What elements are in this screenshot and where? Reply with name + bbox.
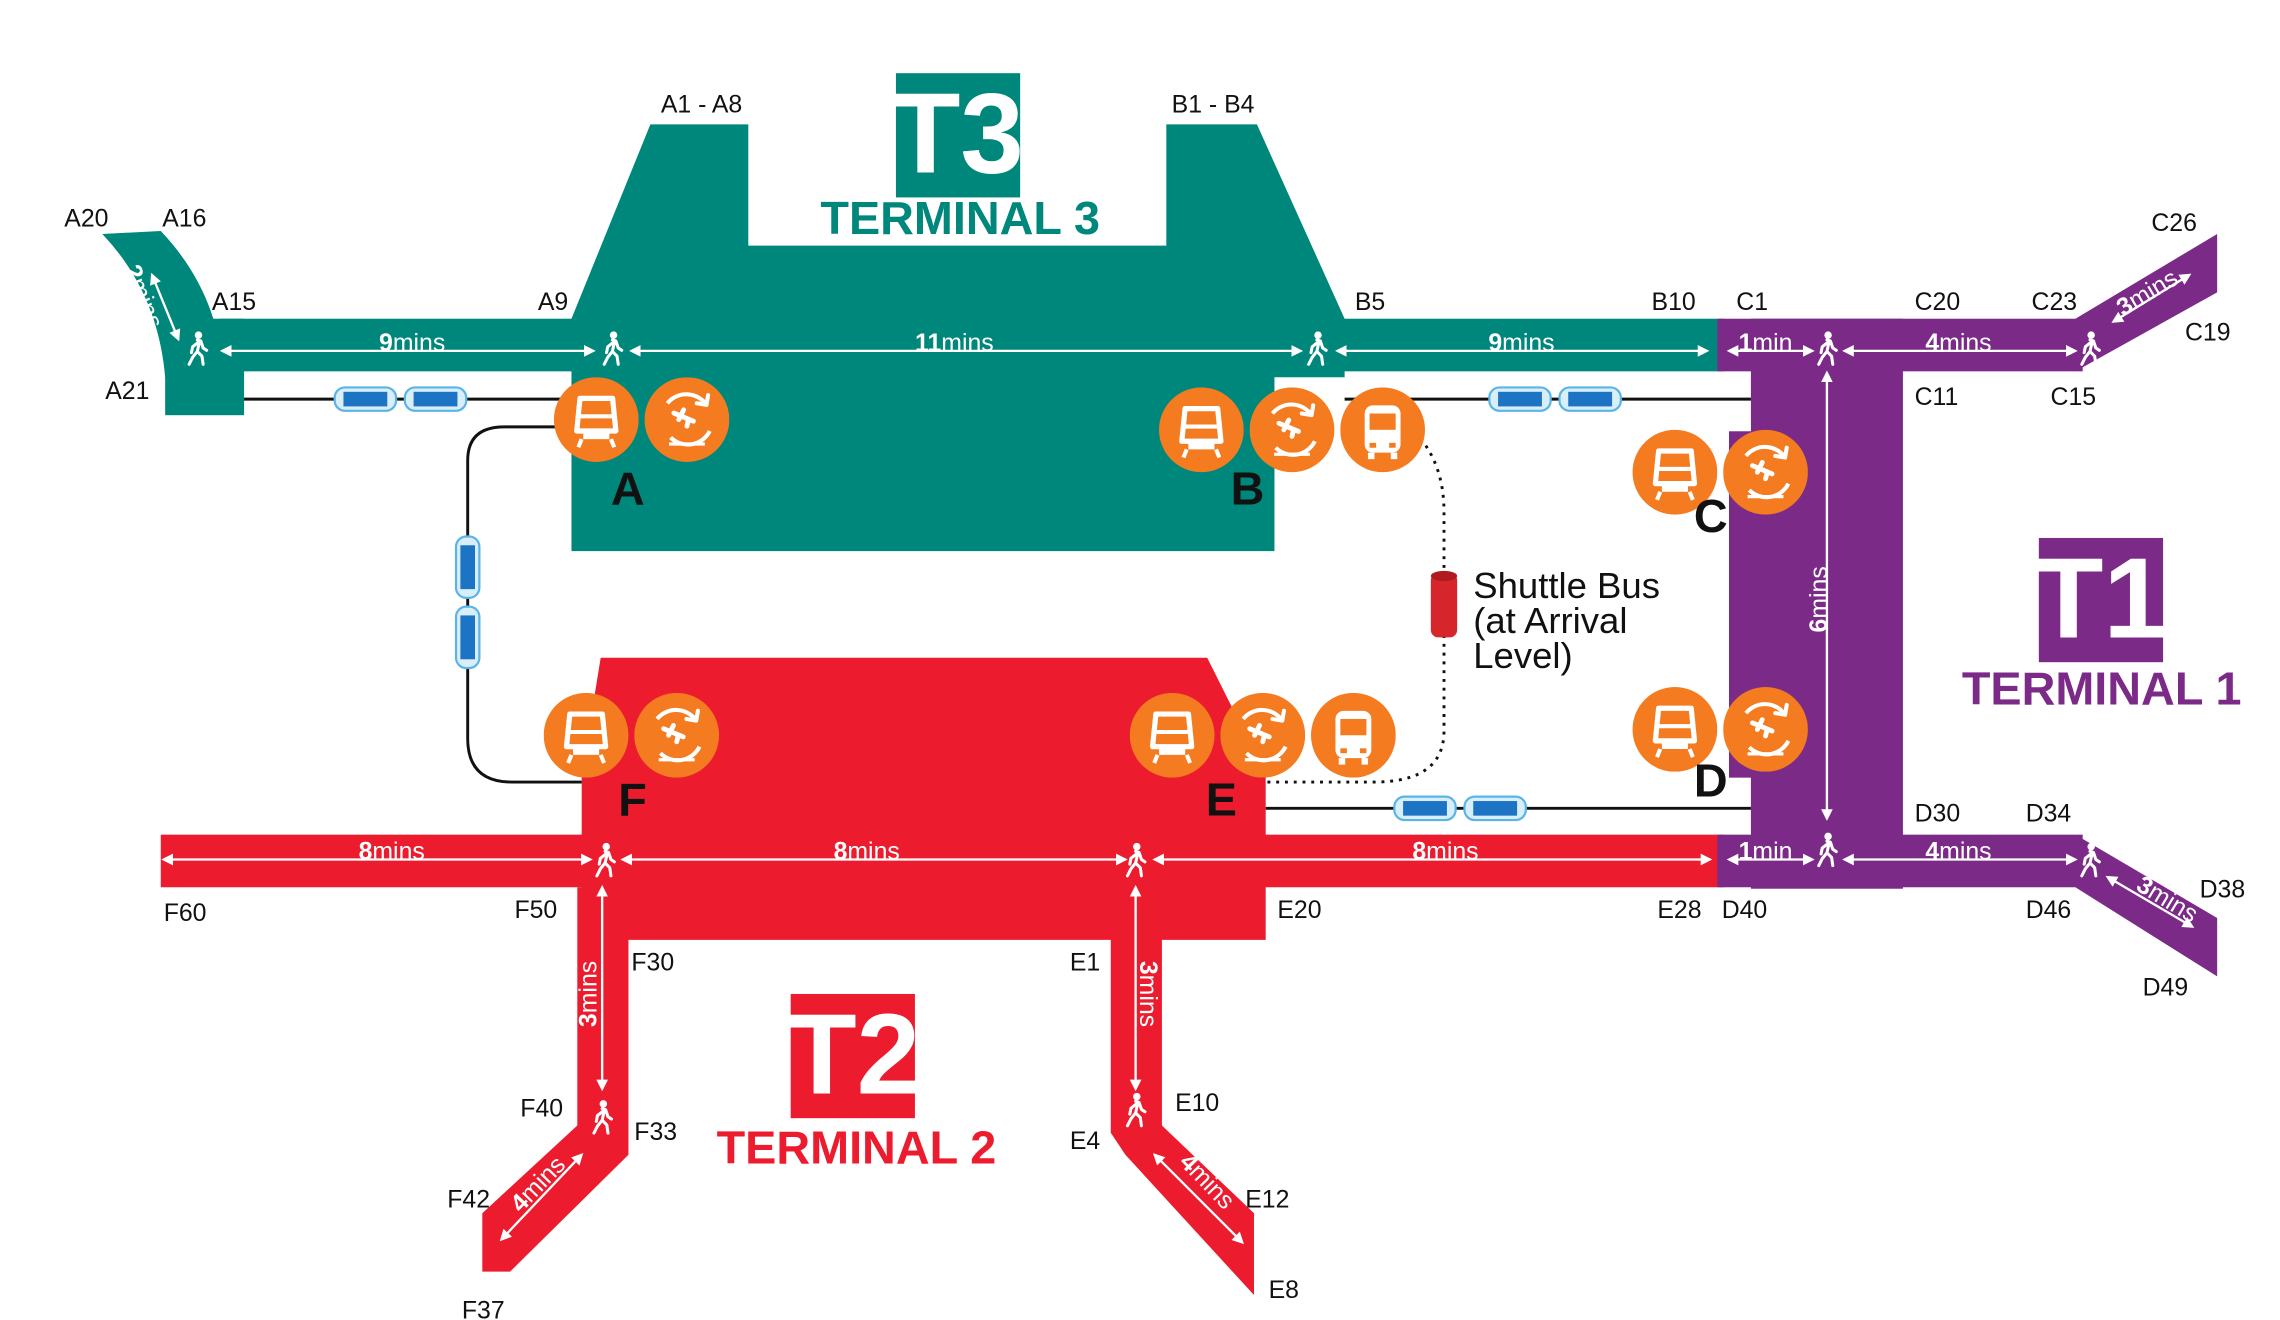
transit-area-e: E [1206,774,1237,826]
transfer-icon[interactable] [645,377,730,462]
transfer-icon[interactable] [1723,687,1808,772]
shuttle-bus-label: Shuttle Bus [1473,565,1660,606]
gate-label: C1 [1736,289,1768,316]
terminal-3-name: TERMINAL 3 [820,192,1100,244]
gate-label: F33 [634,1119,677,1146]
walk-time-c11-c20: 4mins [1925,330,1991,357]
skytrain-station-icon[interactable] [544,693,629,778]
gate-label: C19 [2185,320,2231,347]
terminal-1-name: TERMINAL 1 [1962,663,2242,715]
walk-time-a15-a9: 9mins [379,330,445,357]
transfer-icon[interactable] [1723,430,1808,515]
transit-area-c: C [1694,490,1728,542]
shuttle-bus-marker [1430,570,1458,638]
gate-label: A1 - A8 [661,92,742,119]
terminal-3-badge: T3 [891,71,1024,198]
skytrain-car-icon [1463,795,1527,822]
gate-labels: A1 - A8 B1 - B4 A20 A16 A15 A9 A21 B5 B1… [64,92,2245,1320]
terminal-2-building [160,657,1725,1296]
gate-label: A16 [162,206,206,233]
transit-area-b: B [1231,462,1265,514]
gate-label: E28 [1657,897,1701,924]
terminal-2-badge-box [790,993,915,1119]
walk-time-f50-e1: 8mins [834,839,900,866]
skytrain-car-icon [454,535,481,599]
walk-time-e1-e10: 3mins [1134,961,1161,1027]
gate-label: E1 [1070,950,1100,977]
shuttle-bus-label-line2: (at Arrival [1473,600,1627,641]
walk-time-c-to-d: 6mins [1806,566,1833,632]
gate-label: C26 [2151,210,2197,237]
skytrain-station-icon[interactable] [1130,693,1215,778]
gate-label: E20 [1277,897,1321,924]
gate-label: F50 [514,897,557,924]
walk-time-b5-b10: 9mins [1488,330,1554,357]
walk-time-a9-b5: 11mins [915,330,994,357]
walk-time-d30-d34: 4mins [1925,839,1991,866]
transit-area-a: A [611,462,645,514]
walk-time-f30-f33: 3mins [575,961,602,1027]
gate-label: D49 [2143,974,2189,1001]
gate-label: B5 [1355,289,1385,316]
gate-label: A20 [64,206,108,233]
gate-label: E12 [1245,1186,1289,1213]
gate-label: B1 - B4 [1172,92,1255,119]
skytrain-car-icon [333,386,398,412]
transit-area-f: F [618,774,647,826]
transfer-icon[interactable] [1220,693,1305,778]
transit-area-d: D [1694,755,1728,807]
gate-label: A15 [212,289,256,316]
terminal-2-name: TERMINAL 2 [717,1122,997,1174]
walk-time-e20-e28: 8mins [1412,839,1478,866]
skytrain-car-icon [454,605,481,670]
skytrain-car-icon [1393,795,1457,822]
walkway-arrows [150,272,2195,1245]
gate-label: D30 [1915,801,1961,828]
shuttle-bus-icon[interactable] [1311,692,1396,778]
gate-label: E10 [1175,1090,1219,1117]
gate-label: E4 [1070,1128,1101,1155]
gate-label: C23 [2032,289,2078,316]
shuttle-bus-route [1265,437,1446,784]
gate-label: D38 [2200,877,2246,904]
gate-label: F37 [462,1297,505,1320]
walk-time-f60-f50: 8mins [359,839,425,866]
gate-label: D46 [2026,897,2072,924]
gate-label: F30 [631,950,674,977]
walk-time-c1: 1min [1739,330,1793,357]
gate-label: C15 [2051,384,2097,411]
skytrain-station-icon[interactable] [1159,387,1244,472]
gate-label: F42 [447,1186,490,1213]
skytrain-car-icon [403,386,468,412]
skytrain-station-icon[interactable] [554,377,639,462]
shuttle-bus-icon[interactable] [1340,387,1425,473]
terminal-1-badge-box [2038,537,2164,663]
gate-label: C11 [1915,384,1959,411]
gate-label: A9 [538,289,568,316]
terminal-3-badge-box [895,73,1021,198]
gate-label: B10 [1652,289,1696,316]
gate-label: D40 [1722,897,1768,924]
skytrain-car-icon [1488,386,1552,412]
gate-label: F40 [520,1096,563,1123]
gate-label: E8 [1269,1277,1299,1304]
walk-time-d40: 1min [1739,839,1793,866]
shuttle-bus-label-line3: Level) [1473,635,1572,676]
terminal-2-badge: T2 [787,991,920,1118]
skytrain-car-icon [1558,386,1622,412]
gate-label: D34 [2026,801,2072,828]
gate-label: F60 [164,900,207,927]
transfer-icon[interactable] [1250,387,1335,472]
gate-label: A21 [105,378,149,405]
terminal-1-badge: T1 [2034,535,2167,662]
gate-label: C20 [1915,289,1961,316]
transfer-icon[interactable] [634,693,719,778]
